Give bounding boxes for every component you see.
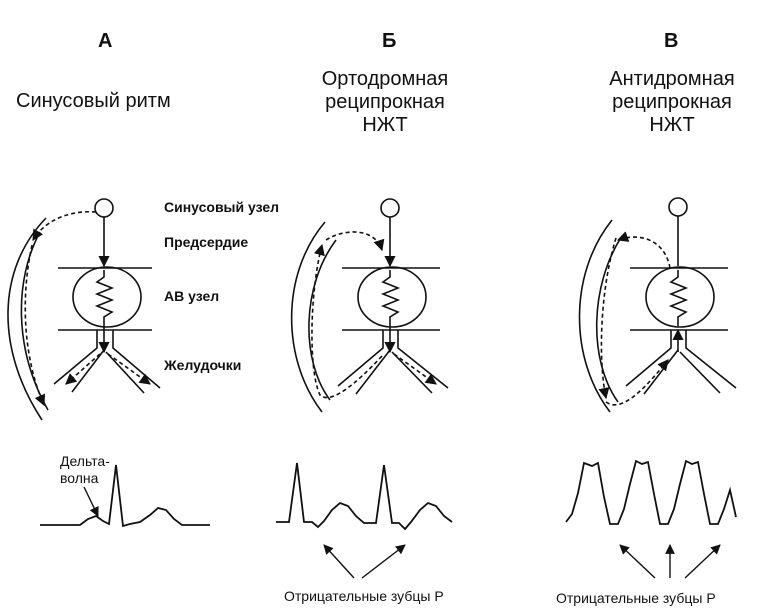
negative-p-label-c: Отрицательные зубцы Р (556, 590, 716, 606)
ventricle-left-branch-inner (355, 349, 391, 395)
av-to-atrium-dashed-arrow (616, 231, 671, 269)
ventricle-left-branch (337, 330, 384, 387)
panel-b-heart-diagram (290, 198, 449, 413)
sinus-node-circle (94, 198, 114, 218)
av-to-ventricle-arrow-right (393, 353, 437, 385)
ventricle-left-branch-inner (71, 349, 105, 393)
column-title-a: Синусовый ритм (16, 90, 171, 112)
atrium-spread-dashed-arrow (24, 244, 46, 407)
negative-p-label-b: Отрицательные зубцы Р (284, 588, 444, 604)
sinus-node-circle (380, 198, 400, 218)
column-letter-a: А (98, 30, 113, 52)
av-node-oval (645, 266, 715, 328)
negative-p-arrow-1 (323, 544, 355, 579)
sinus-node-circle (668, 197, 688, 217)
ventricle-to-pathway-dashed-arrow (311, 243, 383, 399)
accessory-pathway-outer (578, 219, 613, 413)
negative-p-arrow-2 (361, 544, 406, 579)
av-to-ventricle-arrow-left (65, 353, 101, 385)
av-zigzag (380, 270, 401, 326)
delta-wave-label: Дельта- волна (60, 453, 110, 486)
av-node-oval (72, 266, 142, 328)
ecg-trace-antidromic (565, 459, 737, 525)
ecg-trace-orthodromic (276, 462, 453, 531)
label-av-node: АВ узел (164, 288, 220, 304)
column-title-c: Антидромная реципрокная НЖТ (609, 68, 735, 136)
ventricle-right-branch (685, 330, 737, 389)
av-zigzag (668, 270, 689, 326)
sinus-to-atrium-dashed-arrow (32, 210, 97, 241)
ventricle-left-branch-inner (643, 349, 679, 395)
ventricle-right-branch-inner (679, 351, 721, 394)
retrograde-atrium-dashed-arrow (325, 231, 385, 252)
panel-c-heart-diagram (578, 197, 737, 413)
atrium-to-pathway-dashed-arrow (598, 237, 617, 400)
ventricle-right-branch-inner (391, 351, 433, 394)
panel-a-heart-diagram (7, 198, 161, 421)
ventricle-left-branch (53, 330, 98, 385)
ventricle-left-branch (625, 330, 672, 387)
av-node-oval (357, 266, 427, 328)
label-sinus-node: Синусовый узел (164, 199, 280, 215)
label-ventricles: Желудочки (164, 357, 242, 373)
accessory-pathway-inner (20, 231, 49, 411)
negative-p-arrow-3 (684, 544, 721, 579)
ventricle-right-branch-inner (105, 351, 145, 394)
column-title-b: Ортодромная реципрокная НЖТ (321, 68, 449, 136)
accessory-pathway-inner (308, 239, 337, 401)
av-zigzag (94, 270, 115, 326)
negative-p-arrow-1 (619, 544, 656, 579)
delta-wave-pointer-arrow (83, 486, 99, 517)
ecg-trace-sinus (40, 464, 210, 528)
column-letter-b: Б (382, 30, 397, 52)
accessory-pathway-outer (7, 217, 47, 421)
column-letter-c: В (664, 30, 679, 52)
ventricle-right-branch (112, 330, 161, 389)
av-to-ventricle-arrow-right (107, 353, 151, 385)
accessory-pathway-outer (290, 221, 326, 413)
ventricle-right-branch (397, 330, 449, 389)
accessory-pathway-inner (595, 235, 623, 403)
label-atrium: Предсердие (164, 234, 249, 250)
